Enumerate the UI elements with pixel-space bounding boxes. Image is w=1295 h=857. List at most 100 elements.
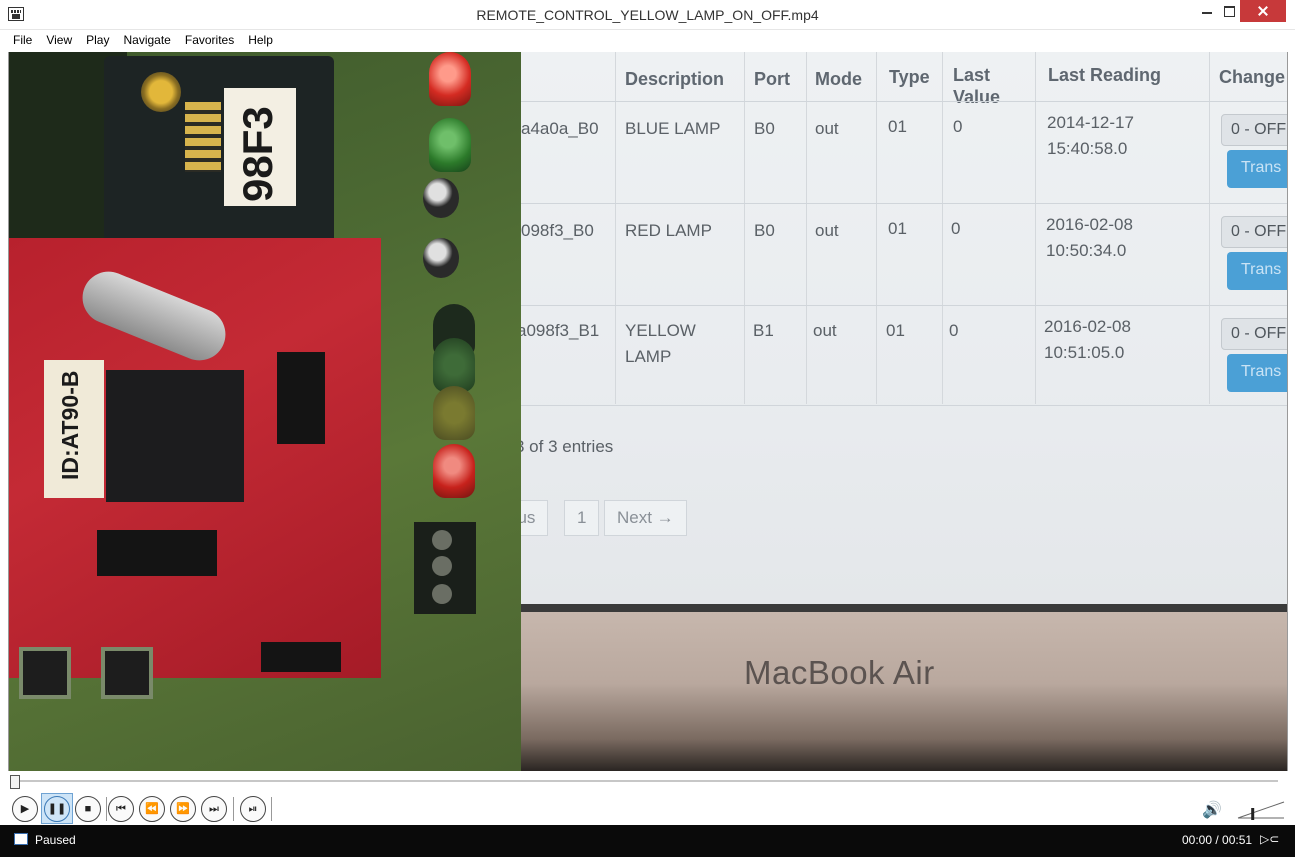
pagination-next[interactable]: Next → <box>604 500 687 536</box>
status-icon <box>14 833 28 845</box>
separator <box>271 797 272 821</box>
row2-reading-date: 2016-02-08 <box>1046 215 1133 234</box>
row1-description: BLUE LAMP <box>625 119 721 138</box>
menu-help[interactable]: Help <box>248 33 273 47</box>
laptop-bezel <box>509 612 1287 771</box>
chip-sticker <box>44 360 104 498</box>
row1-value: 0 <box>953 117 963 136</box>
play-button[interactable]: ▶ <box>12 796 38 822</box>
laptop-bezel-edge <box>509 604 1287 612</box>
table-divider <box>514 203 1287 204</box>
header-last-value: Last Value <box>953 65 1001 107</box>
next-button[interactable]: ⏭ <box>201 796 227 822</box>
row3-mode: out <box>813 321 837 340</box>
pin-header <box>277 352 325 444</box>
row1-port: B0 <box>754 119 775 138</box>
header-description: Description <box>625 69 725 89</box>
header-port: Port <box>754 69 790 89</box>
table-divider <box>514 405 1287 406</box>
seek-bar[interactable] <box>8 771 1288 793</box>
row1-reading-date: 2014-12-17 <box>1047 113 1134 132</box>
push-button <box>19 647 71 699</box>
row3-value-select[interactable]: 0 - OFF <box>1221 318 1287 350</box>
row3-reading-time: 10:51:05.0 <box>1044 343 1125 362</box>
menu-favorites[interactable]: Favorites <box>184 33 235 47</box>
statistics-icon[interactable]: ▷⊂ <box>1260 832 1280 846</box>
speaker-icon[interactable]: 🔊 <box>1202 802 1222 819</box>
separator <box>233 797 234 821</box>
chip-sticker-text: ID:AT90-B <box>57 370 83 480</box>
seek-handle[interactable] <box>10 775 20 789</box>
header-mode: Mode <box>815 69 862 89</box>
pagination-page-1[interactable]: 1 <box>564 500 600 536</box>
row3-value: 0 <box>949 321 959 340</box>
time-display: 00:00 / 00:51 <box>1182 833 1253 847</box>
antenna-icon <box>141 72 181 112</box>
row1-mode: out <box>815 119 839 138</box>
row1-type: 01 <box>888 117 907 136</box>
video-frame[interactable]: Description Port Mode Type Last Value La… <box>8 52 1288 771</box>
terminal-screw <box>432 556 452 576</box>
status-bar: Paused 00:00 / 00:51 ▷⊂ <box>0 825 1295 857</box>
terminal-screw <box>432 584 452 604</box>
menu-bar: File View Play Navigate Favorites Help <box>0 30 1295 52</box>
capacitor <box>423 178 459 218</box>
pause-button[interactable]: ❚❚ <box>44 796 70 822</box>
close-button[interactable] <box>1240 0 1286 22</box>
minimize-button[interactable] <box>1192 0 1222 22</box>
row3-description-line2: LAMP <box>625 347 672 366</box>
pin-header <box>97 530 217 576</box>
led-yellow-off <box>433 386 475 440</box>
gold-pads <box>185 102 221 172</box>
row2-transmit-button[interactable]: Trans <box>1227 252 1287 290</box>
row2-reading-time: 10:50:34.0 <box>1046 241 1127 260</box>
row1-id: a4a0a_B0 <box>521 119 599 138</box>
separator <box>106 797 107 821</box>
row3-id: a098f3_B1 <box>517 321 600 340</box>
xbee-sticker-text: 98F3 <box>234 106 281 202</box>
playback-status: Paused <box>35 833 76 847</box>
led-red <box>429 52 471 106</box>
xbee-sticker <box>224 88 296 206</box>
header-change: Change <box>1219 67 1286 87</box>
app-icon <box>8 7 24 21</box>
row2-id: 098f3_B0 <box>521 221 594 240</box>
row2-mode: out <box>815 221 839 240</box>
row3-type: 01 <box>886 321 905 340</box>
row2-description: RED LAMP <box>625 221 712 240</box>
table-header-divider <box>514 101 1287 102</box>
fast-forward-button[interactable]: ⏩ <box>170 796 196 822</box>
stop-button[interactable]: ■ <box>75 796 101 822</box>
playback-controls: ▶ ❚❚ ■ ⏮ ⏪ ⏩ ⏭ ⏯ 🔊 <box>0 793 1295 825</box>
microcontroller-chip <box>106 370 244 502</box>
title-bar: REMOTE_CONTROL_YELLOW_LAMP_ON_OFF.mp4 <box>0 0 1295 30</box>
frame-step-button[interactable]: ⏯ <box>240 796 266 822</box>
push-button <box>101 647 153 699</box>
laptop-brand-label: MacBook Air <box>744 654 935 691</box>
previous-button[interactable]: ⏮ <box>108 796 134 822</box>
row2-value: 0 <box>951 219 961 238</box>
terminal-screw <box>432 530 452 550</box>
row2-type: 01 <box>888 219 907 238</box>
seek-track[interactable] <box>20 780 1278 782</box>
row3-port: B1 <box>753 321 774 340</box>
row1-reading-time: 15:40:58.0 <box>1047 139 1128 158</box>
row1-transmit-button[interactable]: Trans <box>1227 150 1287 188</box>
row3-transmit-button[interactable]: Trans <box>1227 354 1287 392</box>
volume-slider[interactable] <box>1236 798 1286 822</box>
row1-value-select[interactable]: 0 - OFF <box>1221 114 1287 146</box>
menu-view[interactable]: View <box>46 33 73 47</box>
row2-port: B0 <box>754 221 775 240</box>
menu-play[interactable]: Play <box>86 33 110 47</box>
menu-file[interactable]: File <box>13 33 33 47</box>
entries-info: 3 of 3 entries <box>515 437 614 456</box>
row3-reading-date: 2016-02-08 <box>1044 317 1131 336</box>
window-title: REMOTE_CONTROL_YELLOW_LAMP_ON_OFF.mp4 <box>476 7 819 23</box>
maximize-button[interactable] <box>1214 0 1244 22</box>
row2-value-select[interactable]: 0 - OFF <box>1221 216 1287 248</box>
capacitor <box>423 238 459 278</box>
menu-navigate[interactable]: Navigate <box>123 33 171 47</box>
laptop-screen <box>409 52 1287 604</box>
rewind-button[interactable]: ⏪ <box>139 796 165 822</box>
header-type: Type <box>889 67 930 87</box>
